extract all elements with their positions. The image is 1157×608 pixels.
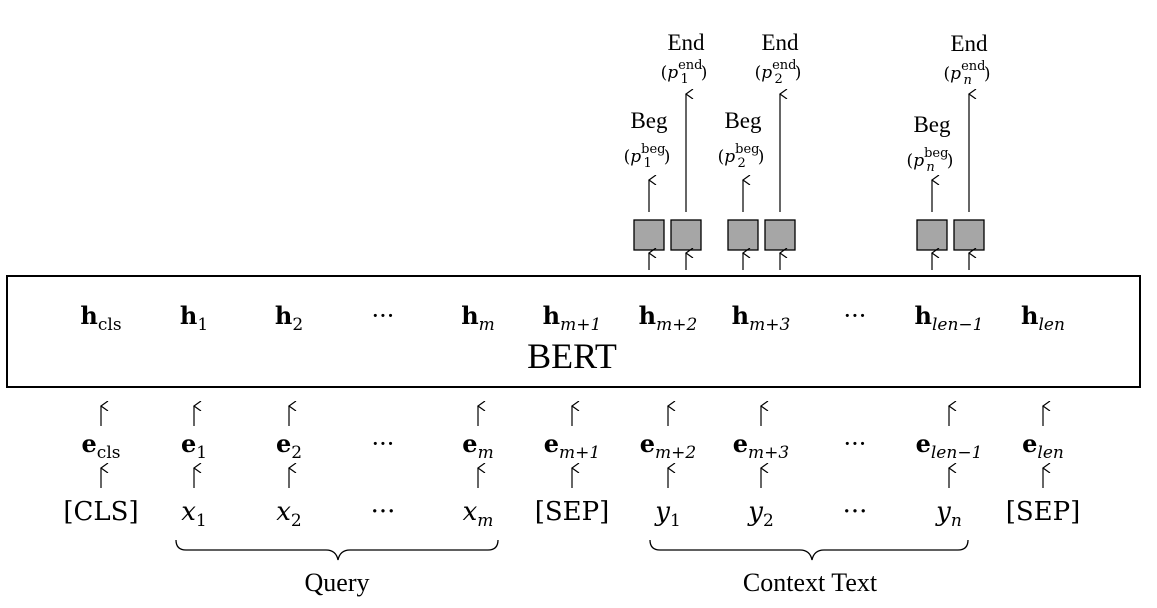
embedding-base: e [82,429,97,458]
beg-label: Beg [913,112,951,137]
end-label: End [667,30,705,55]
embedding-m: em [462,429,493,463]
token-10: [SEP] [1006,497,1081,527]
start-classifier-box [633,219,665,251]
token-8: ··· [843,497,868,527]
token-1: x1 [181,497,207,531]
token-5: [SEP] [535,497,610,527]
token-9: yn [935,497,962,531]
embedding-subscript: m+1 [559,443,600,463]
embedding-base: e [181,429,196,458]
embedding-ellipsis: ··· [844,430,867,458]
hidden-state-base: h [1021,301,1038,330]
embedding-subscript: m+2 [655,443,696,463]
hidden-state-1: h1 [180,301,208,335]
hidden-state-2: h2 [275,301,303,335]
hidden-state-base: h [915,301,932,330]
hidden-state-ellipsis: ··· [372,302,395,330]
embedding-len: elen [1022,429,1064,463]
embedding-1: e1 [181,429,207,463]
hidden-state-cls: hcls [80,301,121,335]
hidden-state-base: h [461,301,478,330]
context-brace [649,539,969,561]
hidden-state-m: hm [461,301,495,335]
hidden-state-len−1: hlen−1 [915,301,984,335]
embedding-subscript: len [1037,443,1063,463]
embedding-base: e [276,429,291,458]
embedding-subscript: len−1 [931,443,983,463]
token-row: [CLS] x1 x2 ··· xm [SEP] y1 y2 ··· yn [SEP] [63,497,1080,531]
hidden-state-subscript: 1 [197,315,208,335]
embedding-subscript: 2 [291,443,302,463]
bert-box [6,275,1141,388]
hidden-state-subscript: len [1039,315,1065,335]
hidden-state-subscript: m [479,315,495,335]
token-7: y2 [747,497,774,531]
token-4: xm [463,497,494,531]
embedding-base: e [733,429,748,458]
query-brace [175,539,499,561]
end-classifier-box [764,219,796,251]
embedding-m+3: em+3 [733,429,789,463]
context-text-label: Context Text [743,568,878,597]
hidden-state-base: h [180,301,197,330]
embedding-cls: ecls [82,429,121,463]
hidden-state-subscript: m+2 [656,315,697,335]
hidden-state-m+2: hm+2 [639,301,698,335]
beg-label: Beg [724,108,762,133]
embedding-len−1: elen−1 [916,429,983,463]
hidden-state-base: h [543,301,560,330]
hidden-state-m+3: hm+3 [732,301,791,335]
embedding-subscript: m [478,443,494,463]
token-3: ··· [371,497,396,527]
start-classifier-box [916,219,948,251]
hidden-state-ellipsis: ··· [844,302,867,330]
hidden-state-base: h [275,301,292,330]
hidden-state-subscript: len−1 [932,315,984,335]
end-classifier-box [670,219,702,251]
embedding-base: e [640,429,655,458]
end-label: End [950,31,988,56]
embedding-2: e2 [276,429,302,463]
arrows [101,406,1043,488]
hidden-state-base: h [80,301,97,330]
embedding-base: e [1022,429,1037,458]
embedding-m+2: em+2 [640,429,696,463]
hidden-state-len: hlen [1021,301,1065,335]
hidden-state-subscript: 2 [292,315,303,335]
hidden-state-base: h [732,301,749,330]
embedding-subscript: m+3 [748,443,789,463]
token-6: y1 [654,497,681,531]
embedding-base: e [462,429,477,458]
embedding-base: e [916,429,931,458]
end-classifier-box [953,219,985,251]
start-classifier-box [727,219,759,251]
end-label: End [761,30,799,55]
embedding-subscript: cls [97,443,121,463]
hidden-state-subscript: m+1 [560,315,601,335]
token-0: [CLS] [63,497,138,527]
bert-label: BERT [527,336,617,376]
embedding-m+1: em+1 [544,429,600,463]
embedding-base: e [544,429,559,458]
hidden-state-m+1: hm+1 [543,301,602,335]
hidden-state-subscript: cls [98,315,122,335]
embedding-subscript: 1 [196,443,207,463]
beg-label: Beg [630,108,668,133]
token-2: x2 [276,497,302,531]
embedding-ellipsis: ··· [372,430,395,458]
query-label: Query [305,568,370,597]
hidden-state-base: h [639,301,656,330]
hidden-state-subscript: m+3 [749,315,790,335]
